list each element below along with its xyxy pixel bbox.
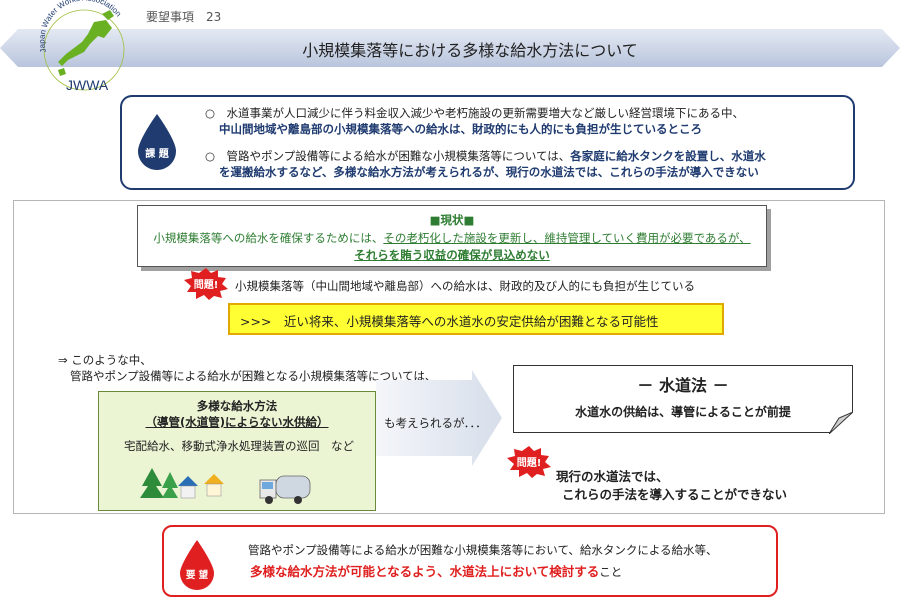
context-line-2: 管路やポンプ設備等による給水が困難となる小規模集落等については、: [70, 369, 437, 383]
page-title: 小規模集落等における多様な給水方法について: [302, 41, 638, 60]
request-badge: 要 望: [186, 569, 209, 581]
methods-box: [98, 391, 376, 511]
issue-line-1: ○ 水道事業が人口減少に伴う料金収入減少や老朽施設の更新需要増大など厳しい経営環…: [205, 106, 745, 120]
problem-text-1: 小規模集落等（中山間地域や離島部）への給水は、財政的及び人的にも負担が生じている: [235, 279, 695, 293]
methods-title-1: 多様な給水方法: [196, 399, 278, 413]
jwwa-logo: Japan Water Works Association JWWA: [37, 0, 125, 93]
problem-burst-icon-2: 問題!: [507, 446, 551, 478]
problem-badge-2: 問題!: [517, 457, 542, 469]
context-line-1: ⇒ このような中、: [58, 353, 152, 367]
trees-houses-icon: [140, 468, 224, 499]
status-line-1: 小規模集落等への給水を確保するためには、その老朽化した施設を更新し、維持管理して…: [153, 231, 751, 245]
water-truck-icon: [259, 475, 311, 504]
issue-badge: 課 題: [145, 147, 169, 160]
status-title: ■現状■: [429, 213, 475, 227]
page-label: 要望事項 23: [146, 10, 222, 24]
problem-burst-icon: 問題!: [184, 268, 228, 300]
arrow-shape: [376, 370, 502, 466]
law-box: [513, 365, 853, 433]
issue-box: [120, 95, 855, 190]
arrow-text: も考えられるが．．．: [384, 416, 487, 430]
title-band: [0, 29, 900, 67]
request-line-1: 管路やポンプ設備等による給水が困難な小規模集落等において、給水タンクによる給水等…: [248, 543, 718, 557]
issue-drop-icon: 課 題: [138, 114, 176, 170]
request-line-2: 多様な給水方法が可能となるよう、水道法上において検討すること: [250, 564, 623, 579]
highlight-box: [228, 303, 724, 335]
problem-badge-1: 問題!: [194, 279, 219, 291]
status-line-2: それらを賄う収益の確保が見込めない: [354, 248, 550, 262]
page-fold-icon: [829, 412, 853, 434]
request-drop-icon: 要 望: [180, 540, 214, 590]
status-box: [137, 205, 767, 267]
methods-title-2: （導管(水道管)によらない水供給）: [145, 415, 329, 429]
logo-text: JWWA: [66, 77, 109, 93]
current-law-line-1: 現行の水道法では、: [556, 469, 669, 484]
law-subtitle: 水道水の供給は、導管によることが前提: [575, 405, 791, 419]
law-title: － 水道法 －: [637, 376, 729, 395]
issue-line-4: を運搬給水するなど、多様な給水方法が考えられるが、現行の水道法では、これらの手法…: [219, 165, 759, 179]
highlight-text: >>> 近い将来、小規模集落等への水道水の安定供給が困難となる可能性: [240, 314, 659, 329]
methods-examples: 宅配給水、移動式浄水処理装置の巡回 など: [124, 439, 354, 453]
issue-line-3: ○ 管路やポンプ設備等による給水が困難な小規模集落等については、各家庭に給水タン…: [205, 149, 766, 163]
issue-line-2: 中山間地域や離島部の小規模集落等への給水は、財政的にも人的にも負担が生じていると…: [219, 122, 702, 136]
request-box: [162, 525, 778, 597]
current-law-line-2: これらの手法を導入することができない: [562, 487, 788, 502]
